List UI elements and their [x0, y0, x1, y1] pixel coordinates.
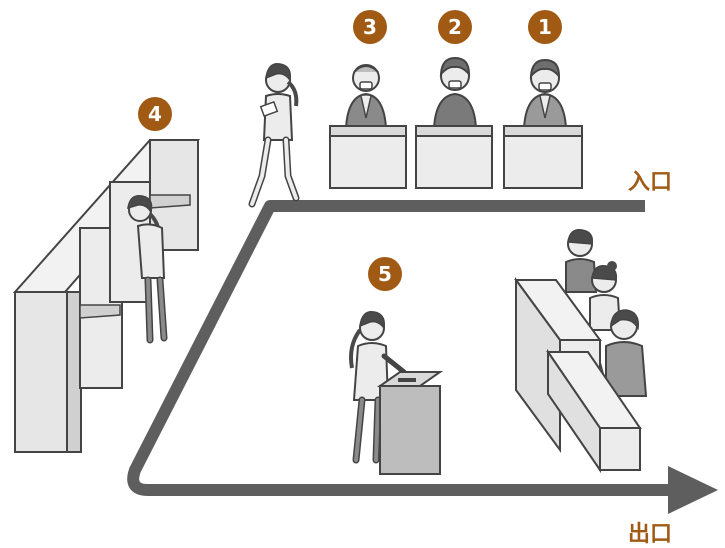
step-marker-5: 5: [368, 257, 402, 291]
reception-desk-3: [330, 126, 406, 188]
step-marker-4: 4: [138, 97, 172, 131]
voter-entering: [252, 64, 296, 204]
reception-desk-2: [416, 126, 492, 188]
step-number-2: 2: [448, 15, 462, 39]
reception-desks: [330, 58, 582, 188]
step-marker-1: 1: [528, 10, 562, 44]
ballot-box: [380, 372, 440, 474]
step-marker-3: 3: [353, 10, 387, 44]
step-number-3: 3: [363, 15, 377, 39]
step-number-1: 1: [538, 15, 552, 39]
reception-desk-1: [504, 126, 582, 188]
step-number-4: 4: [148, 102, 162, 126]
step-number-5: 5: [378, 262, 392, 286]
reception-official-1: [524, 60, 566, 128]
exit-label: 出口: [628, 522, 672, 547]
exit-arrow-head: [668, 466, 718, 514]
staff-table: [516, 230, 646, 470]
step-marker-2: 2: [438, 10, 472, 44]
reception-official-3: [346, 65, 386, 128]
reception-official-2: [434, 58, 476, 128]
entrance-label: 入口: [628, 170, 672, 195]
